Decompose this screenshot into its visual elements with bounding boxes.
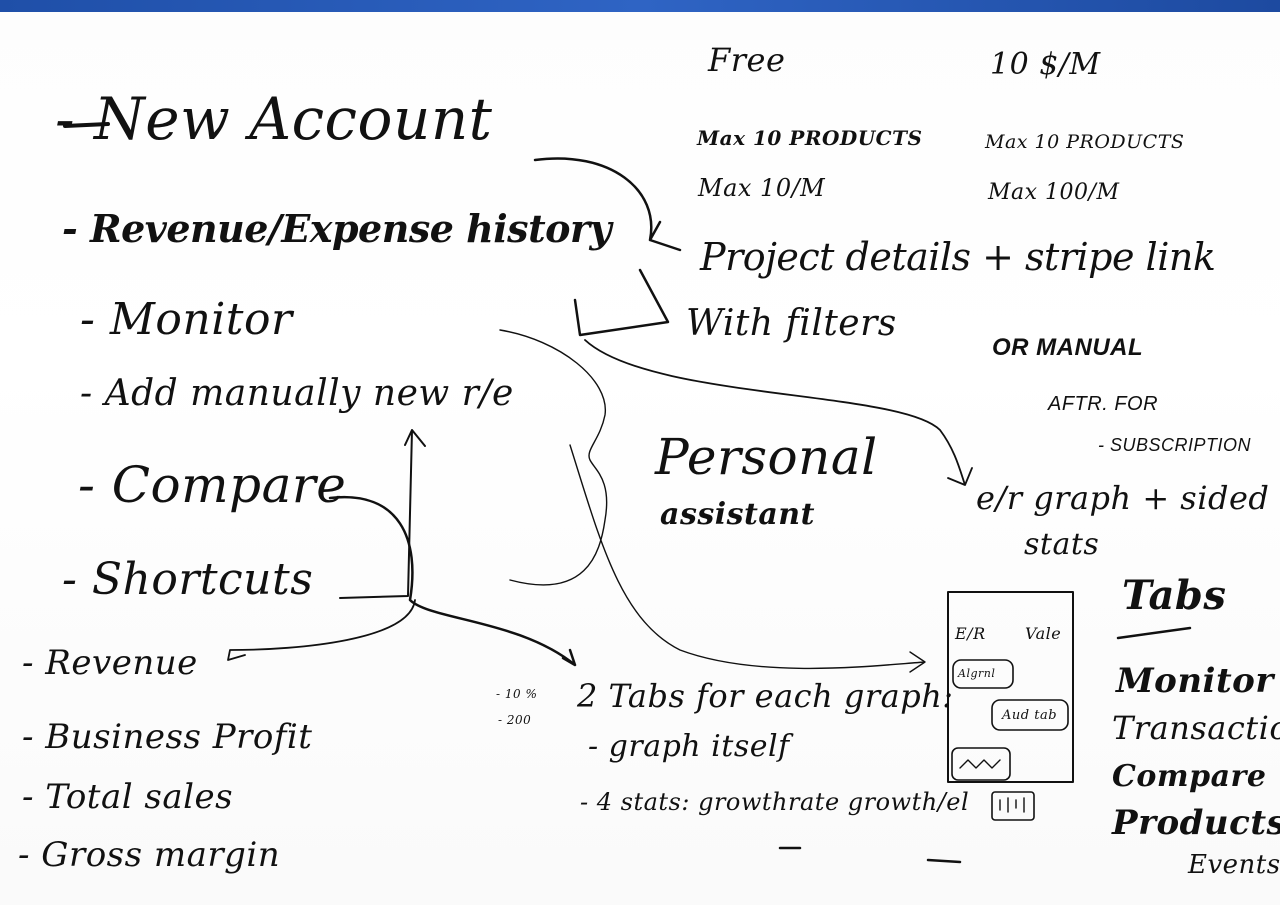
whiteboard-frame [0,0,1280,12]
note-subscription: - SUBSCRIPTION [1098,435,1252,455]
pricing-free-limit: Max 10/M [698,174,826,202]
note-graph-itself: - graph itself [588,729,790,764]
shortcut-total-sales: - Total sales [22,777,234,817]
tab-events: Events [1188,850,1280,880]
tabs-title: Tabs [1122,572,1227,619]
note-or-manual: OR MANUAL [992,334,1144,361]
wireframe-left-label: E/R [955,624,986,643]
note-stats: stats [1024,527,1100,562]
note-after-for: AFTR. FOR [1048,393,1159,415]
menu-compare: - Compare [78,456,347,514]
stats-icon-box [991,791,1035,821]
wireframe-chart-card [951,747,1011,781]
note-number: - 200 [498,713,532,727]
note-four-stats: - 4 stats: growthrate growth/el [580,788,970,816]
pricing-free-products: Max 10 PRODUCTS [697,126,923,150]
arrow-compare-to-revenue [227,599,416,661]
menu-new-account: - New Account [55,85,493,153]
arrow-compare-to-tabs [328,495,577,667]
menu-add-manually: - Add manually new r/e [80,373,514,414]
note-percent: - 10 % [496,687,538,701]
pricing-paid-products: Max 10 PRODUCTS [985,131,1185,153]
menu-revenue-expense-history: - Revenue/Expense history [62,206,612,251]
wireframe-phone [947,591,1074,783]
shortcut-gross-margin: - Gross margin [18,835,281,875]
note-personal: Personal [655,428,878,486]
tab-products: Products & [1112,803,1280,843]
note-graph-sided: e/r graph + sided [976,479,1270,517]
tab-compare: Compare [1112,759,1267,794]
tab-transactions: Transactions [1112,709,1280,747]
shortcut-revenue: - Revenue [22,643,198,683]
brace-personal-assistant [499,329,608,586]
wireframe-pill-two-label: Aud tab [1002,708,1058,723]
menu-monitor: - Monitor [80,294,293,345]
menu-shortcuts: - Shortcuts [62,554,314,605]
stats-icon-bars [999,797,1025,813]
pricing-paid-title: 10 $/M [990,47,1101,82]
tab-monitor: Monitor [1116,661,1274,701]
note-project-details: Project details + stripe link [700,235,1216,279]
pricing-paid-limit: Max 100/M [988,180,1120,205]
note-assistant: assistant [660,497,815,532]
bracket-history-to-filters [573,268,670,337]
tabs-underline [1116,626,1192,640]
note-with-filters: With filters [686,303,897,344]
wireframe-pill-one-label: Algrnl [958,667,996,680]
pricing-free-title: Free [708,41,786,79]
arrow-shortcuts-up [339,429,426,599]
wireframe-sparkline [959,759,1001,769]
note-two-tabs: 2 Tabs for each graph: [577,677,954,715]
shortcut-business-profit: - Business Profit [22,717,313,757]
dash-mark-2 [926,858,962,864]
wireframe-right-label: Vale [1025,624,1062,643]
